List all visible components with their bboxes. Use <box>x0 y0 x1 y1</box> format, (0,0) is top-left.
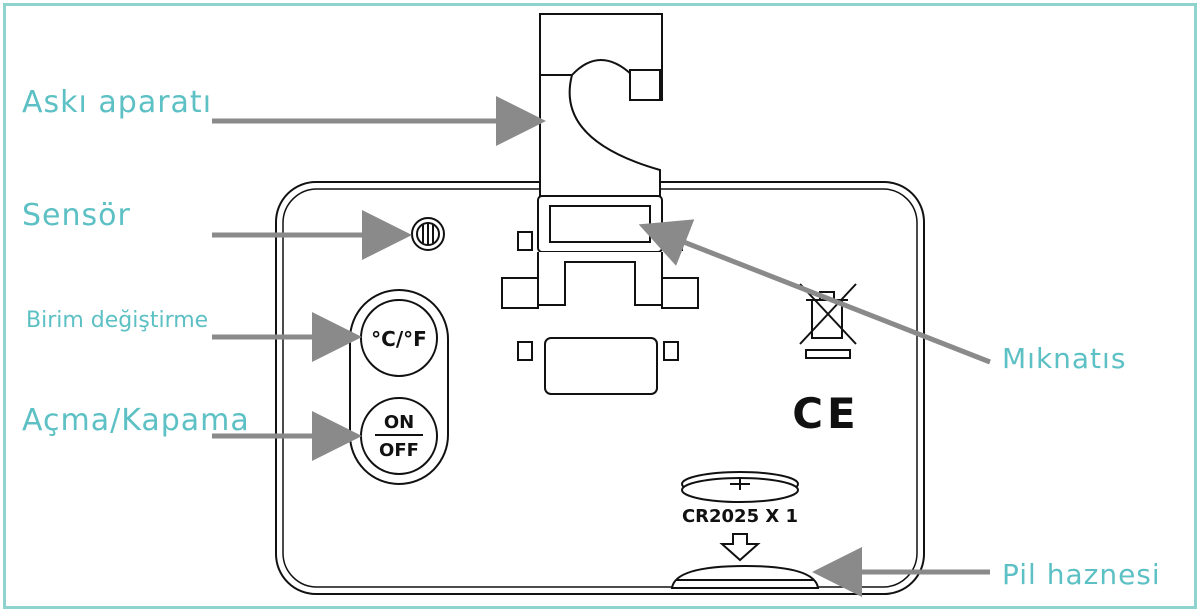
power-button[interactable]: ON OFF <box>360 397 438 475</box>
hanger-mount <box>501 252 699 395</box>
power-on-text: ON <box>384 412 414 433</box>
ce-mark: CE <box>792 389 860 438</box>
down-arrow-icon <box>719 533 761 562</box>
power-off-text: OFF <box>379 440 419 461</box>
label-unit-toggle: Birim değiştirme <box>26 308 208 333</box>
label-battery-compartment: Pil haznesi <box>1002 558 1161 591</box>
label-power: Açma/Kapama <box>22 403 250 438</box>
magnet-slot <box>517 195 683 253</box>
outer-frame <box>3 3 1197 609</box>
battery-coin-icon <box>681 471 799 503</box>
unit-toggle-text: °C/°F <box>371 327 427 351</box>
crossed-out-bin-icon <box>799 283 857 359</box>
battery-compartment-latch <box>670 564 820 589</box>
unit-toggle-button[interactable]: °C/°F <box>360 299 438 377</box>
magnet-arrow <box>638 219 991 365</box>
hanger-hook <box>539 13 663 213</box>
pointer-arrows <box>212 96 991 597</box>
label-magnet: Mıknatıs <box>1002 342 1126 375</box>
sensor <box>411 217 445 251</box>
label-sensor: Sensör <box>22 198 131 233</box>
battery-label: CR2025 X 1 <box>682 506 798 527</box>
label-hanger: Askı aparatı <box>22 85 212 120</box>
